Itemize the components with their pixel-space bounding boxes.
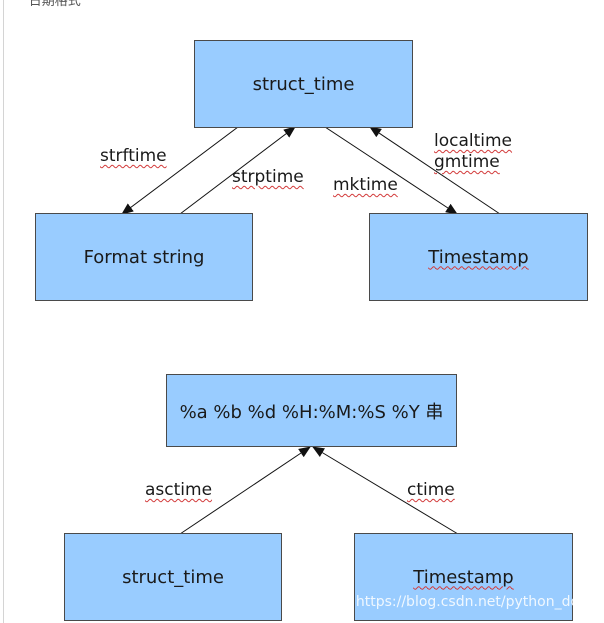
strftime-label: strftime [100,146,167,166]
arrow-asctime [179,446,311,535]
asctime-label: asctime [145,480,213,500]
arrow-mktime [324,126,458,215]
struct-time-source-node: struct_time [64,533,282,621]
arrow-localtime-gmtime [369,126,501,215]
mktime-label: mktime [333,175,398,195]
timestamp-source-node-label: Timestamp [413,566,514,588]
format-string-node-label: Format string [83,246,205,268]
timestamp-node: Timestamp [369,213,588,301]
format-output-node: %a %b %d %H:%M:%S %Y 串 [166,374,457,447]
arrow-strptime [179,126,296,215]
strptime-label: strptime [232,167,304,187]
format-output-node-label: %a %b %d %H:%M:%S %Y 串 [179,401,444,423]
arrow-ctime [312,446,459,535]
struct-time-node-label: struct_time [252,73,355,95]
watermark: https://blog.csdn.net/python_doris [355,594,596,610]
timestamp-node-label: Timestamp [428,246,529,268]
arrow-strftime [121,126,239,215]
struct-time-source-node-label: struct_time [122,566,224,588]
ctime-label: ctime [407,480,455,500]
struct-time-node: struct_time [194,40,413,128]
gmtime-label: gmtime [434,152,500,172]
left-margin-rule [3,0,4,623]
cropped-heading-fragment: “日期格式” [22,0,88,9]
timestamp-source-node: Timestamp [354,533,573,621]
format-string-node: Format string [35,213,253,301]
localtime-label: localtime [434,131,513,151]
